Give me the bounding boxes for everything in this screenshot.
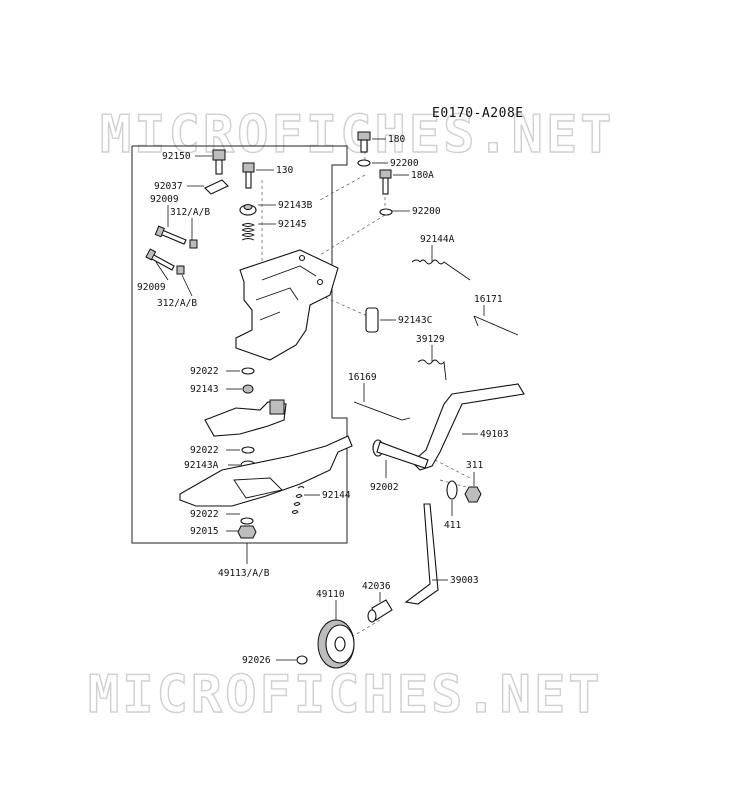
collar-92143c-shape (365, 307, 379, 333)
label-92200-b: 92200 (412, 206, 441, 217)
collar-92143-shape (242, 384, 254, 394)
spring-39129-shape (417, 359, 447, 381)
label-92143: 92143 (190, 384, 219, 395)
label-42036: 42036 (362, 581, 391, 592)
label-130: 130 (276, 165, 293, 176)
diagram-code: E0170-A208E (432, 106, 524, 121)
bracket-hole-1 (298, 254, 306, 262)
plate-detail (233, 477, 283, 499)
nut-312b-shape (176, 265, 185, 275)
plate-49113-shape (179, 435, 353, 507)
washer-92022a-shape (241, 367, 255, 375)
bolt-180a-shape (379, 169, 392, 195)
label-312-a: 312/A/B (170, 207, 210, 218)
screw-head-92009a (154, 225, 165, 238)
label-49110: 49110 (316, 589, 345, 600)
label-92037: 92037 (154, 181, 183, 192)
bolt-130-shape (242, 162, 255, 189)
bracket-main-shape (235, 249, 339, 361)
label-92144: 92144 (322, 490, 351, 501)
screw-92009a-shape (159, 229, 187, 245)
label-92022-b: 92022 (190, 445, 219, 456)
clamp-92037-shape (204, 179, 229, 195)
lever-bracket-shape (204, 401, 287, 437)
label-49103: 49103 (480, 429, 509, 440)
part-labels: 180 92200 180A 92200 92150 130 92037 921… (137, 134, 509, 666)
label-39129: 39129 (416, 334, 445, 345)
lever-tab-shape (269, 399, 285, 415)
label-92026: 92026 (242, 655, 271, 666)
label-92022-c: 92022 (190, 509, 219, 520)
label-92200-a: 92200 (390, 158, 419, 169)
bracket-main-detail (255, 265, 317, 321)
label-180: 180 (388, 134, 405, 145)
leader-lines (155, 138, 485, 661)
label-180a: 180A (411, 170, 434, 181)
label-92022-a: 92022 (190, 366, 219, 377)
gear-49110-shape (317, 619, 355, 669)
label-92143a: 92143A (184, 460, 219, 471)
bolt-92002-shape (372, 439, 429, 469)
washer-411-shape (446, 480, 458, 500)
label-92145: 92145 (278, 219, 307, 230)
washer-92026-shape (296, 655, 308, 665)
label-49113: 49113/A/B (218, 568, 270, 579)
spring-92145-shape (241, 223, 256, 241)
bolt-92150-shape (212, 149, 226, 175)
watermark-bottom: MICROFICHES.NET (88, 665, 603, 725)
watermark-top: MICROFICHES.NET (100, 105, 615, 165)
washer-92200b-shape (379, 208, 393, 216)
spring-92144-shape (291, 486, 305, 514)
lever-49103-shape (411, 383, 525, 471)
label-92009-b: 92009 (137, 282, 166, 293)
label-92015: 92015 (190, 526, 219, 537)
shaft-42036-shape (367, 599, 393, 623)
washer-92022c-shape (240, 517, 254, 525)
assembly-frame (131, 145, 348, 544)
label-16169: 16169 (348, 372, 377, 383)
label-92150: 92150 (162, 151, 191, 162)
label-92144a: 92144A (420, 234, 455, 245)
bracket-hole-2 (316, 278, 324, 286)
spring-92144a-shape (411, 259, 471, 281)
washer-92022b-shape (241, 446, 255, 454)
rod-39003-shape (404, 503, 439, 605)
label-39003: 39003 (450, 575, 479, 586)
collar-92143b-shape (239, 204, 257, 216)
label-92009-a: 92009 (150, 194, 179, 205)
label-411: 411 (444, 520, 461, 531)
nut-92015-shape (237, 525, 257, 539)
label-312-b: 312/A/B (157, 298, 197, 309)
rod-16171-shape (473, 315, 519, 336)
screw-head-92009b (145, 248, 157, 261)
label-92143c: 92143C (398, 315, 432, 326)
nut-311-shape (464, 486, 482, 503)
label-92143b: 92143B (278, 200, 313, 211)
label-92002: 92002 (370, 482, 399, 493)
label-311: 311 (466, 460, 483, 471)
nut-312a-shape (189, 239, 198, 249)
rod-16169-shape (353, 401, 411, 421)
washer-92200-shape (357, 159, 371, 167)
label-16171: 16171 (474, 294, 503, 305)
bolt-180-shape (357, 131, 371, 153)
